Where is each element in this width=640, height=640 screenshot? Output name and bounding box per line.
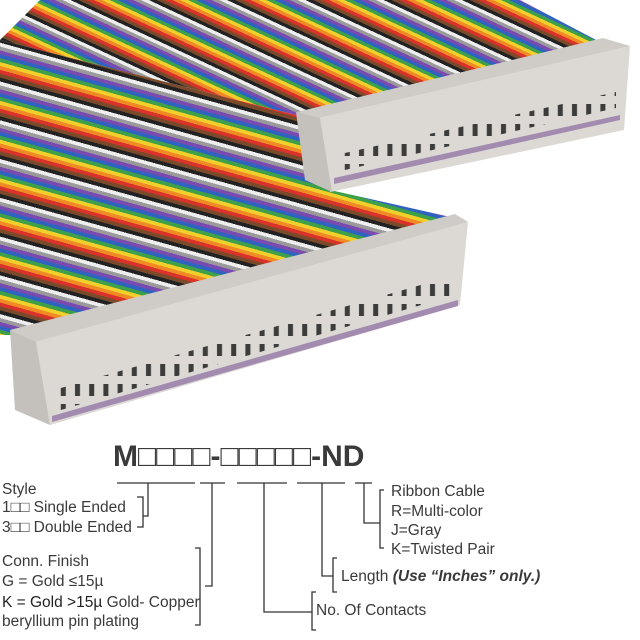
finish-k-line2: beryllium pin plating bbox=[2, 613, 139, 630]
ribbon-r: R=Multi-color bbox=[391, 503, 483, 520]
ribbon-k: K=Twisted Pair bbox=[391, 541, 495, 558]
contacts-label: No. Of Contacts bbox=[316, 602, 427, 619]
finish-k-bold: K = Gold >15µ bbox=[2, 594, 103, 611]
part-group-1: □□□□ bbox=[138, 440, 211, 473]
finish-k-rest: Gold- Copper bbox=[102, 594, 200, 611]
part-separator: - bbox=[210, 440, 221, 473]
part-prefix: M bbox=[113, 440, 138, 473]
style-title: Style bbox=[2, 481, 37, 498]
length-label: Length (Use “Inches” only.) bbox=[341, 568, 540, 586]
length-text: Length bbox=[341, 568, 393, 585]
style-double: 3□□ Double Ended bbox=[2, 519, 132, 536]
length-note: (Use “Inches” only.) bbox=[392, 568, 541, 585]
part-group-2: □□□□□ bbox=[220, 440, 312, 473]
ribbon-title: Ribbon Cable bbox=[391, 483, 485, 500]
upper-connector bbox=[296, 38, 630, 192]
callout-lines bbox=[117, 482, 384, 631]
upper-ribbon-cable bbox=[0, 0, 600, 116]
part-number-template: M□□□□-□□□□□-ND bbox=[113, 440, 364, 474]
part-suffix: -ND bbox=[311, 440, 365, 473]
lower-ribbon-cable bbox=[0, 40, 455, 335]
ribbon-j: J=Gray bbox=[391, 522, 442, 539]
style-single: 1□□ Single Ended bbox=[2, 499, 126, 516]
lower-connector bbox=[10, 214, 468, 425]
finish-title: Conn. Finish bbox=[2, 553, 90, 570]
finish-g: G = Gold ≤15µ bbox=[2, 573, 104, 590]
finish-k: K = Gold >15µ Gold- Copper bbox=[2, 594, 200, 612]
